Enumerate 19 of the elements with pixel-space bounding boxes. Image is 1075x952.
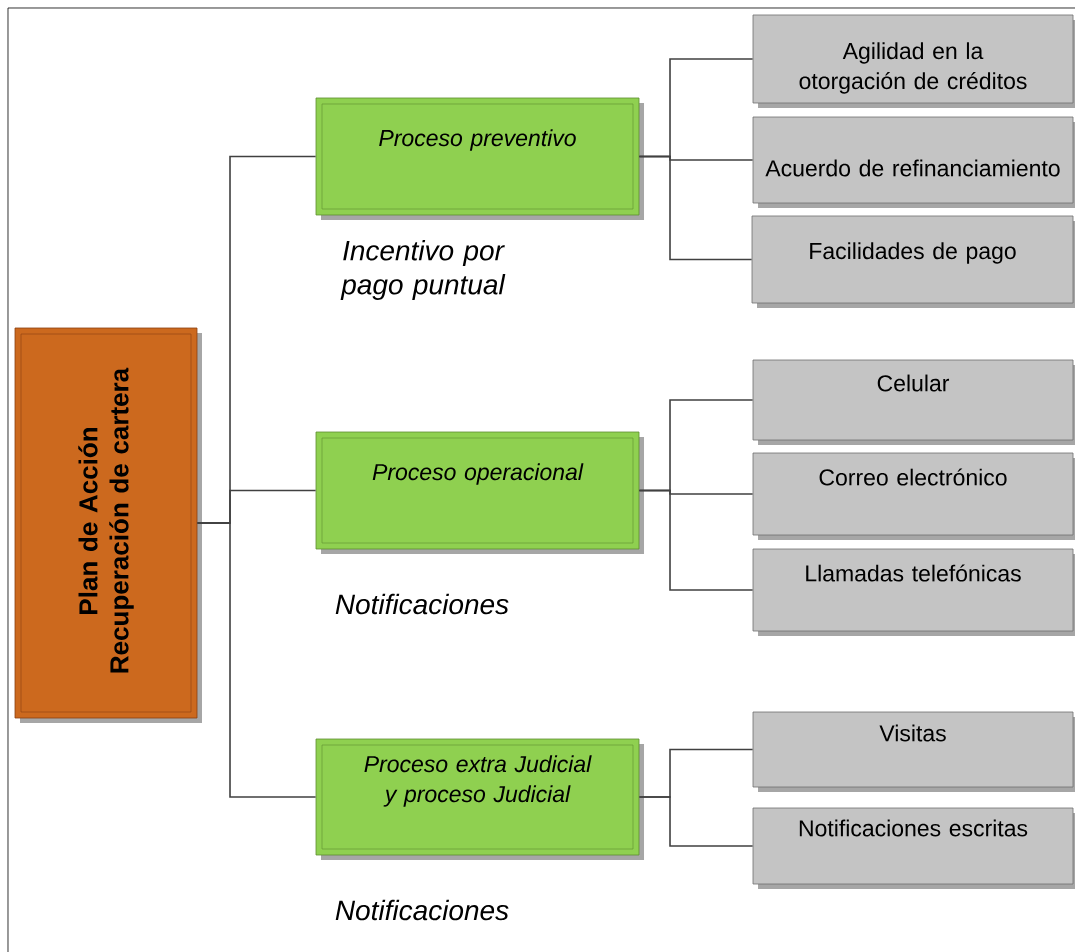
note-text: Incentivo por pago puntual (340, 239, 506, 301)
item-box: Notificaciones escritas (752, 807, 1075, 889)
process-box: Proceso preventivo (315, 97, 644, 220)
item-box: Visitas (752, 711, 1075, 792)
item-box: Celular (752, 359, 1075, 445)
connector-line (638, 796, 754, 847)
item-box: Facilidades de pago (751, 215, 1075, 308)
connector-line (196, 522, 317, 798)
process-box: Proceso operacional (315, 431, 644, 554)
note-text: Notificaciones (335, 899, 509, 921)
item-box: Acuerdo de refinanciamiento (752, 116, 1075, 208)
item-box: Correo electrónico (752, 452, 1075, 540)
process-box: Proceso extra Judicial y proceso Judicial (315, 738, 644, 860)
item-box: Llamadas telefónicas (752, 548, 1075, 636)
connector-line (638, 155, 753, 261)
item-box: Agilidad en la otorgación de créditos (752, 14, 1075, 108)
note-text: Notificaciones (335, 593, 509, 615)
connector-line (638, 489, 754, 591)
main-box: Plan de Acción Recuperación de cartera (14, 327, 202, 723)
